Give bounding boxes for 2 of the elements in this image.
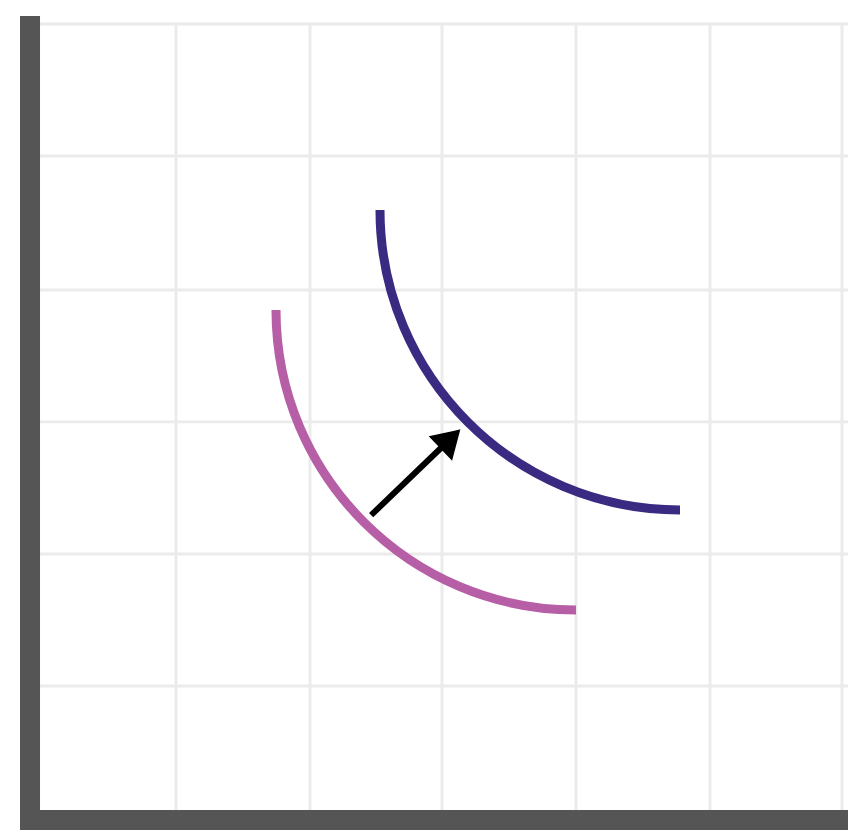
curve [375, 209, 681, 515]
curve [271, 309, 577, 615]
